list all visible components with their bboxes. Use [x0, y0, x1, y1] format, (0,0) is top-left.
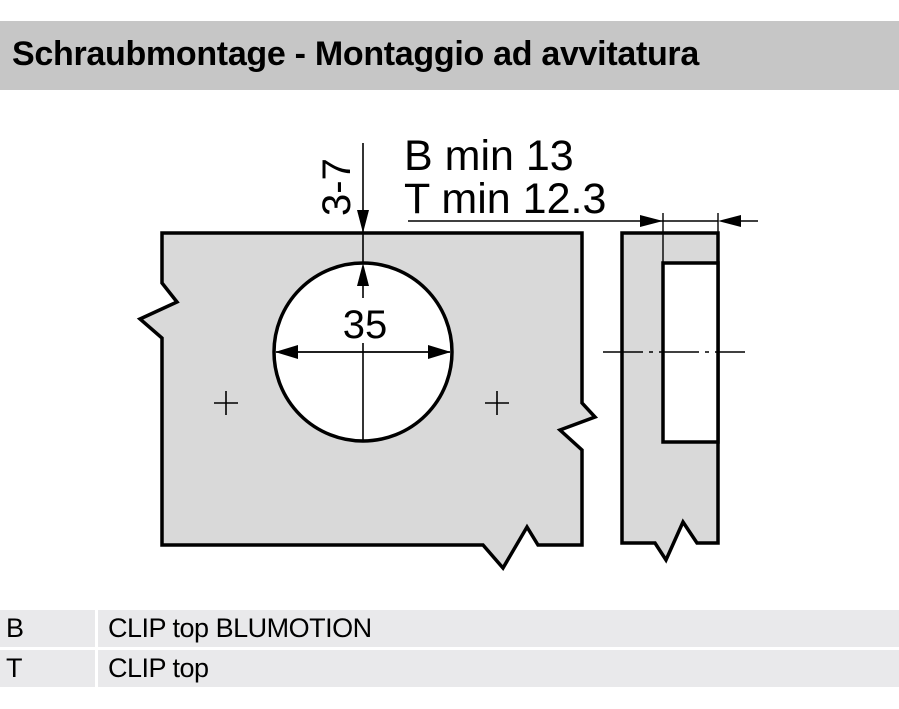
- legend-row: B CLIP top BLUMOTION: [0, 610, 899, 647]
- section-header: Schraubmontage - Montaggio ad avvitatura: [0, 21, 899, 90]
- min-thickness-b-label: B min 13: [404, 132, 574, 180]
- arrow-down-icon: [357, 210, 369, 233]
- arrow-left-icon: [275, 345, 298, 359]
- screw-position-right-icon: [485, 391, 509, 415]
- legend-value: CLIP top BLUMOTION: [108, 613, 372, 643]
- arrow-left-icon: [718, 215, 741, 227]
- arrow-up-icon: [357, 263, 369, 286]
- screw-position-left-icon: [214, 391, 238, 415]
- arrow-right-icon: [640, 215, 663, 227]
- legend-row: T CLIP top: [0, 650, 899, 687]
- diameter-label: 35: [343, 303, 388, 347]
- legend-key: B: [0, 610, 98, 647]
- min-thickness-t-label: T min 12.3: [404, 175, 606, 223]
- legend-table: B CLIP top BLUMOTION T CLIP top: [0, 610, 899, 690]
- section-title: Schraubmontage - Montaggio ad avvitatura: [12, 35, 699, 73]
- door-front-view: 35 3-7: [136, 143, 599, 571]
- door-side-section: B min 13 T min 12.3: [404, 132, 758, 564]
- legend-key: T: [0, 650, 98, 687]
- arrow-right-icon: [428, 345, 451, 359]
- edge-distance-label: 3-7: [315, 158, 359, 216]
- hinge-boring-diagram: 35 3-7 B min 13 T min 12.3: [136, 132, 758, 571]
- legend-value: CLIP top: [108, 653, 209, 683]
